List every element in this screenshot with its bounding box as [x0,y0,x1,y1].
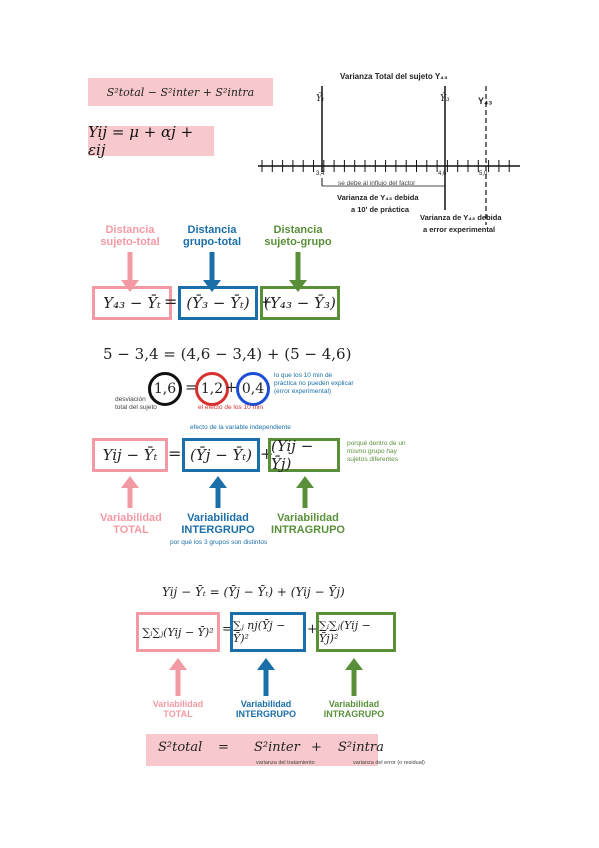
label-distancia-sujeto-total: Distancia sujeto-total [100,224,160,249]
label3-variabilidad-intragrupo: Variabilidad INTRAGRUPO [323,699,385,719]
label-distancia-grupo-total: Distancia grupo-total [182,224,242,249]
tick-label-50: 5,0 [479,171,488,177]
model-formula: Yij = μ + αj + εij [88,123,194,159]
label-distancia-sujeto-grupo: Distancia sujeto-grupo [264,224,332,249]
box-intragroup: (Yij − Ȳj) [268,437,340,473]
bottom-variance-box: S²total = S²inter + S²intra [146,734,384,766]
diagram-title: Varianza Total del sujeto Y₄₃ [340,72,448,81]
tick-label-46: 4,6 [438,171,447,177]
note-error: lo que los 10 min de práctica no pueden … [274,372,354,395]
note-error-variance: varianza del error (o residual) [353,760,425,766]
box-sum-total: ∑ᵢ∑ⱼ(Yij − Ȳ)² [136,612,220,652]
circle-red-value: 1,2 [200,381,224,397]
note-groups-differ: por qué los 3 grupos son distintos [170,539,268,546]
circle-blue-value: 0,4 [241,381,265,397]
label3-variabilidad-intergrupo: Variabilidad INTERGRUPO [235,699,296,719]
circle-black-value: 1,6 [153,381,177,397]
note-treatment-variance: varianza del tratamiento [256,760,315,766]
box-green-formula: (Y₄₃ − Ȳ₃) [264,294,336,312]
eq-sign-bottom: = [218,740,229,755]
box2-pink-formula: Yij − Ȳₜ [102,446,158,464]
box-sum-intragroup: ∑ᵢ∑ⱼ(Yij − Ȳj)² [316,612,396,652]
variance-formula: S²total − S²inter + S²intra [106,85,255,99]
plus-sign-numeric: + [225,378,238,396]
box3-pink-formula: ∑ᵢ∑ⱼ(Yij − Ȳ)² [142,625,214,639]
box-distancia-grupo-total: (Ȳ₃ − Ȳₜ) [178,286,258,320]
label-variabilidad-total: Variabilidad TOTAL [100,512,162,537]
label-y43: Y₄₃ [478,96,493,106]
eq-sign-3: = [222,622,233,637]
box2-green-formula: (Yij − Ȳj) [271,437,314,473]
s-inter: S²inter [254,740,300,755]
note-total-deviation: desviación total del sujeto [115,396,157,411]
box3-green-formula: ∑ᵢ∑ⱼ(Yij − Ȳj)² [319,619,371,645]
tick-label-34: 3,4 [316,171,325,177]
box-blue-formula: (Ȳ₃ − Ȳₜ) [186,294,250,312]
eq-sign-2: = [168,444,182,463]
section3-formula: Yij − Ȳₜ = (Ȳj − Ȳₜ) + (Yij − Ȳj) [162,585,345,599]
box3-blue-formula: ∑ⱼ nj(Ȳj − Ȳ)² [233,619,286,645]
diagram-note-practice-2: a 10' de práctica [351,205,410,214]
plus-sign-3: + [307,622,318,637]
box-yij-total: Yij − Ȳₜ [92,438,168,472]
note-independent-variable: efecto de la variable independiente [190,424,291,431]
label3-variabilidad-total: Variabilidad TOTAL [152,699,204,719]
note-treatment-effect: el efecto de los 10 min [198,404,264,411]
plus-sign-bottom: + [311,740,322,755]
note-within-group: porqué dentro de un mismo grupo hay suje… [347,440,406,464]
box-intergroup: (Ȳj − Ȳₜ) [182,438,260,472]
box-distancia-sujeto-total: Y₄₃ − Ȳₜ [92,286,172,320]
variance-formula-box: S²total − S²inter + S²intra [88,78,273,106]
eq-sign-1: = [164,292,178,311]
box-pink-formula: Y₄₃ − Ȳₜ [103,294,161,312]
numeric-equation: 5 − 3,4 = (4,6 − 3,4) + (5 − 4,6) [103,345,352,363]
circle-error: 0,4 [236,372,270,406]
model-formula-box: Yij = μ + αj + εij [88,123,214,159]
diagram-note-factor: se debe al influjo del factor [338,180,416,187]
s-total: S²total [158,740,203,755]
s-intra: S²intra [338,740,384,755]
circle-treatment-effect: 1,2 [195,372,229,406]
label-y-total: Ȳₜ [316,94,325,104]
diagram-note-error-1: Varianza de Y₄₃ debida [420,213,502,222]
circle-total-deviation: 1,6 [148,372,182,406]
diagram-note-practice-1: Varianza de Y₄₃ debida [337,193,419,202]
box-sum-intergroup: ∑ⱼ nj(Ȳj − Ȳ)² [230,612,306,652]
eq-sign-numeric: = [185,378,198,396]
box-distancia-sujeto-grupo: (Y₄₃ − Ȳ₃) [260,286,340,320]
box2-blue-formula: (Ȳj − Ȳₜ) [190,446,252,464]
diagram-note-error-2: a error experimental [423,225,496,234]
label-variabilidad-intergrupo: Variabilidad INTERGRUPO [181,512,255,537]
label-variabilidad-intragrupo: Variabilidad INTRAGRUPO [271,512,345,537]
